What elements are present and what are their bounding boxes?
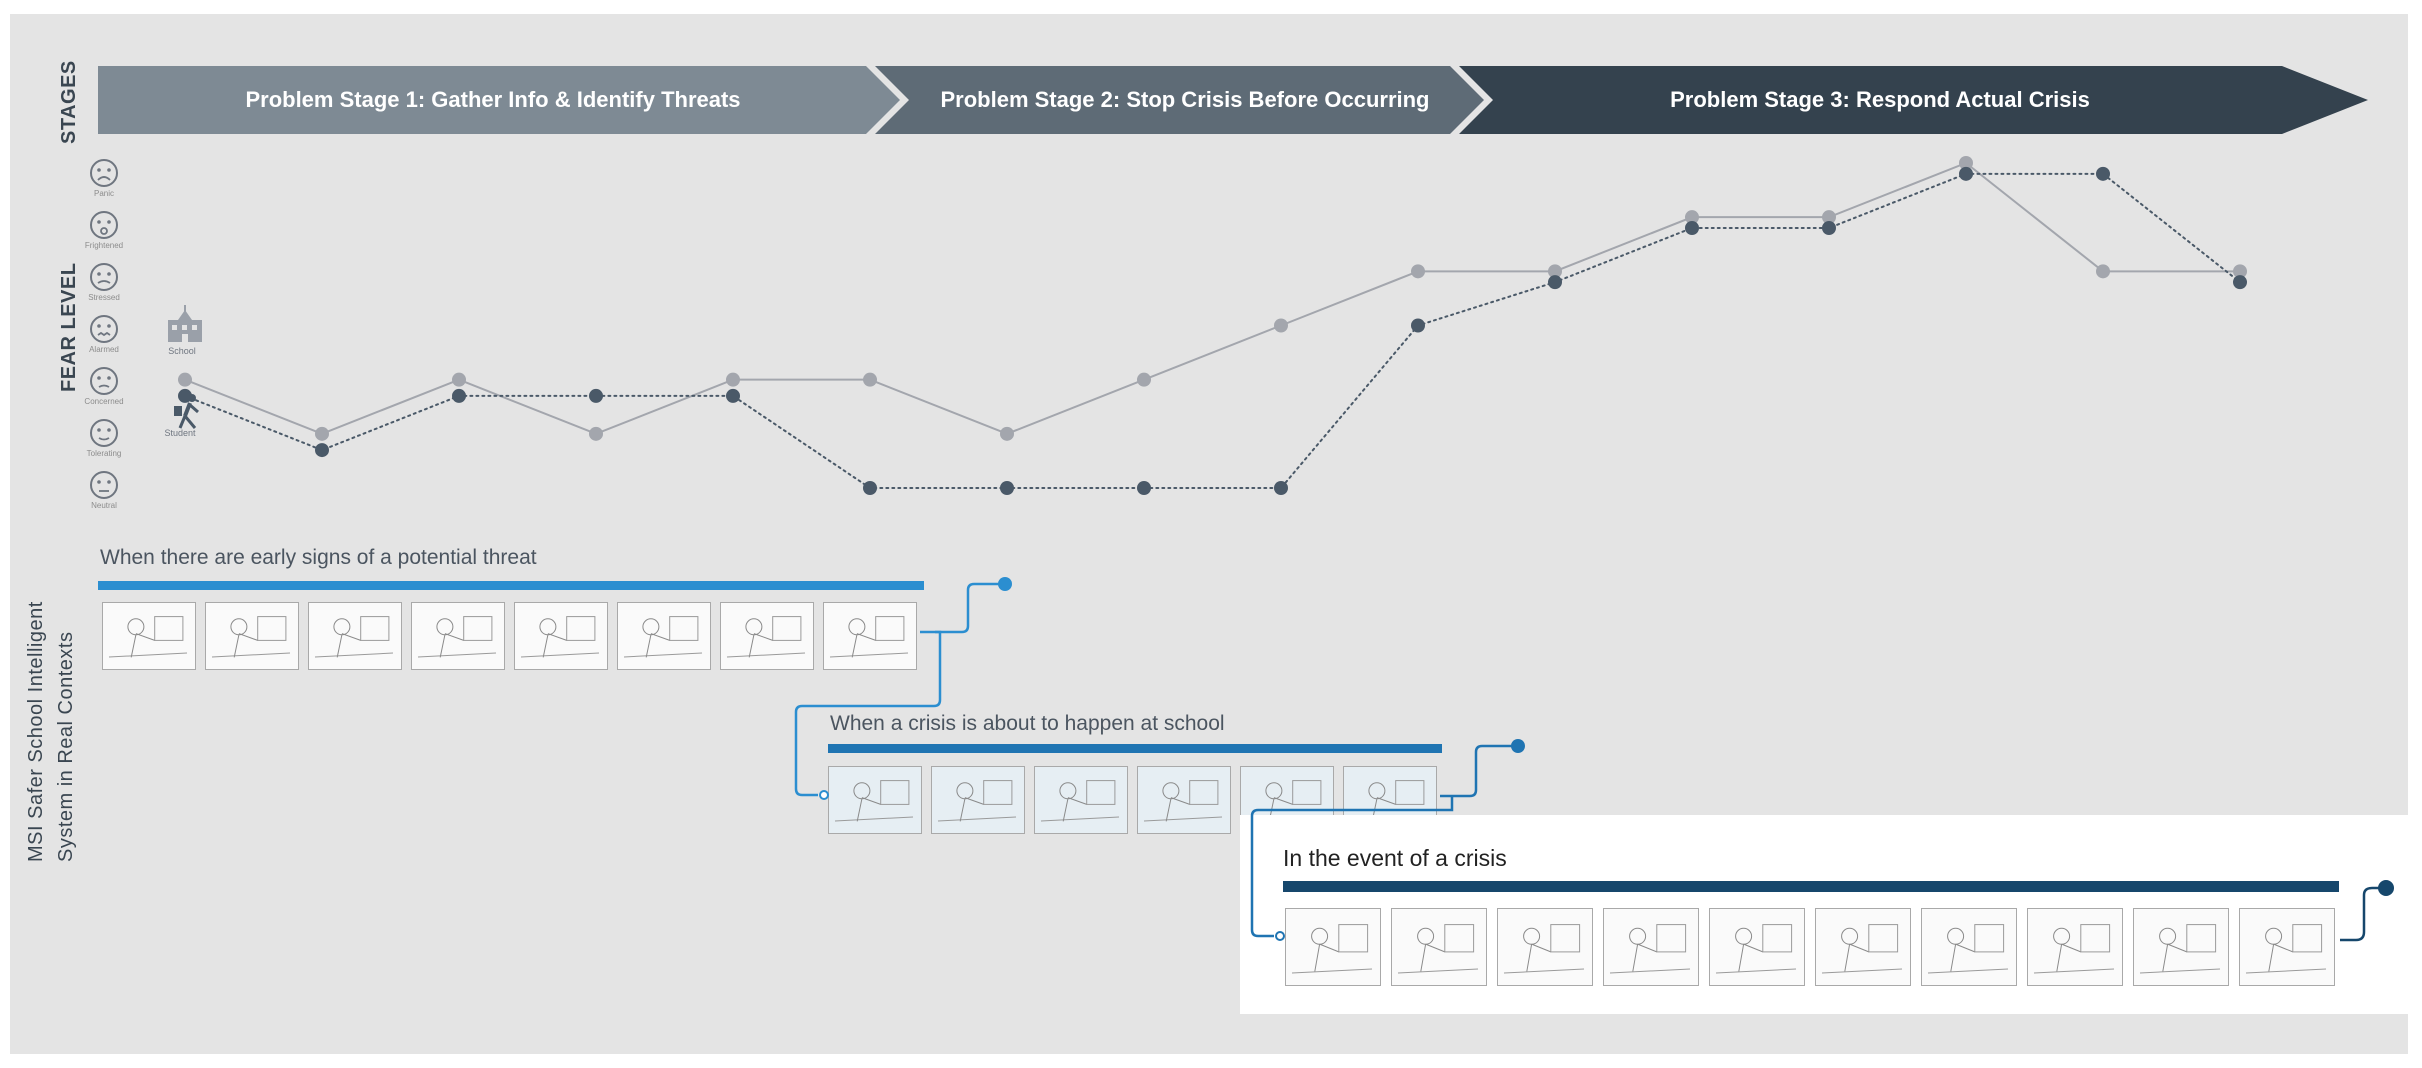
- fear-face-stressed: [90, 263, 118, 291]
- storyboard-frame: [2027, 908, 2123, 986]
- context-3-title: In the event of a crisis: [1283, 845, 1507, 871]
- fear-face-alarmed: [90, 315, 118, 343]
- data-point-school: [1685, 210, 1699, 225]
- data-point-student: [1822, 221, 1836, 235]
- storyboard-frame: [1391, 908, 1487, 986]
- data-point-school: [726, 372, 740, 387]
- stage-2-arrow: [875, 66, 1484, 134]
- series-student: [178, 166, 2247, 495]
- data-point-student: [1685, 221, 1699, 235]
- data-point-school: [178, 372, 192, 387]
- data-point-student: [452, 388, 466, 403]
- stage-3-title: Problem Stage 3: Respond Actual Crisis: [1670, 87, 2090, 112]
- fear-level-label: Stressed: [88, 293, 120, 302]
- context-1-bar: [98, 581, 924, 590]
- storyboard-frame: [514, 602, 608, 670]
- data-point-student: [726, 388, 740, 403]
- context-2-title: When a crisis is about to happen at scho…: [830, 712, 1225, 735]
- data-point-student: [589, 388, 603, 403]
- series-school: [178, 156, 2247, 441]
- context-2-bar: [828, 744, 1442, 753]
- fear-level-label: Concerned: [84, 397, 123, 406]
- storyboard-frame: [308, 602, 402, 670]
- fear-face-panic: [90, 159, 118, 187]
- storyboard-frame: [828, 766, 922, 834]
- storyboard-frame: [1137, 766, 1231, 834]
- storyboard-frame: [411, 602, 505, 670]
- data-point-student: [1274, 481, 1288, 495]
- storyboard-frame: [205, 602, 299, 670]
- data-point-school: [452, 372, 466, 387]
- storyboard-frame: [2239, 908, 2335, 986]
- storyboard-frame: [1815, 908, 1911, 986]
- data-point-school: [1822, 210, 1836, 225]
- school-icon: [168, 305, 202, 342]
- fear-face-neutral: [90, 471, 118, 499]
- stage-1-title: Problem Stage 1: Gather Info & Identify …: [245, 87, 741, 112]
- data-point-student: [315, 443, 329, 458]
- data-point-school: [1411, 264, 1425, 279]
- data-point-school: [1548, 264, 1562, 279]
- data-point-school: [863, 372, 877, 387]
- data-point-student: [1000, 481, 1014, 495]
- data-point-school: [1274, 318, 1288, 333]
- data-point-student: [1959, 166, 1973, 181]
- context-3-bar: [1283, 881, 2339, 892]
- data-point-school: [2096, 264, 2110, 279]
- data-point-student: [863, 481, 877, 495]
- context-1-title: When there are early signs of a potentia…: [100, 546, 537, 569]
- stage-3-arrow: [1459, 66, 2368, 134]
- storyboard-frame: [2133, 908, 2229, 986]
- fear-level-label: Alarmed: [89, 345, 119, 354]
- data-point-school: [1959, 156, 1973, 170]
- data-point-student: [2096, 166, 2110, 181]
- data-point-student: [1137, 481, 1151, 495]
- fear-level-label: Frightened: [85, 241, 123, 250]
- series-line-school: [184, 161, 2241, 435]
- storyboard-frame: [1034, 766, 1128, 834]
- data-point-student: [178, 388, 192, 403]
- data-point-school: [2233, 264, 2247, 279]
- storyboard-frame: [720, 602, 814, 670]
- storyboard-frame: [617, 602, 711, 670]
- fear-level-label: Panic: [94, 189, 114, 198]
- school-legend-label: School: [168, 346, 196, 356]
- student-legend-label: Student: [164, 428, 196, 438]
- storyboard-frame: [823, 602, 917, 670]
- data-point-school: [589, 426, 603, 441]
- data-point-student: [2233, 275, 2247, 290]
- fear-level-label: Neutral: [91, 501, 117, 510]
- storyboard-frame: [1709, 908, 1805, 986]
- storyboard-frame: [1497, 908, 1593, 986]
- stage-2-title: Problem Stage 2: Stop Crisis Before Occu…: [940, 87, 1430, 112]
- storyboard-frame: [931, 766, 1025, 834]
- storyboard-frame: [1921, 908, 2017, 986]
- series-line-student: [184, 172, 2241, 489]
- series-layer: [178, 156, 2247, 495]
- data-point-school: [1000, 426, 1014, 441]
- storyboard-frame: [102, 602, 196, 670]
- fear-face-tolerating: [90, 419, 118, 447]
- fear-level-label: Tolerating: [87, 449, 122, 458]
- data-point-school: [315, 426, 329, 441]
- fear-face-frightened: [90, 211, 118, 239]
- fear-face-concerned: [90, 367, 118, 395]
- storyboard-frame: [1285, 908, 1381, 986]
- stage-1-arrow: [98, 66, 900, 134]
- storyboard-frame: [1603, 908, 1699, 986]
- data-point-student: [1548, 275, 1562, 290]
- data-point-student: [1411, 318, 1425, 333]
- fear-scale: PanicFrightenedStressedAlarmedConcernedT…: [84, 159, 124, 510]
- data-point-school: [1137, 372, 1151, 387]
